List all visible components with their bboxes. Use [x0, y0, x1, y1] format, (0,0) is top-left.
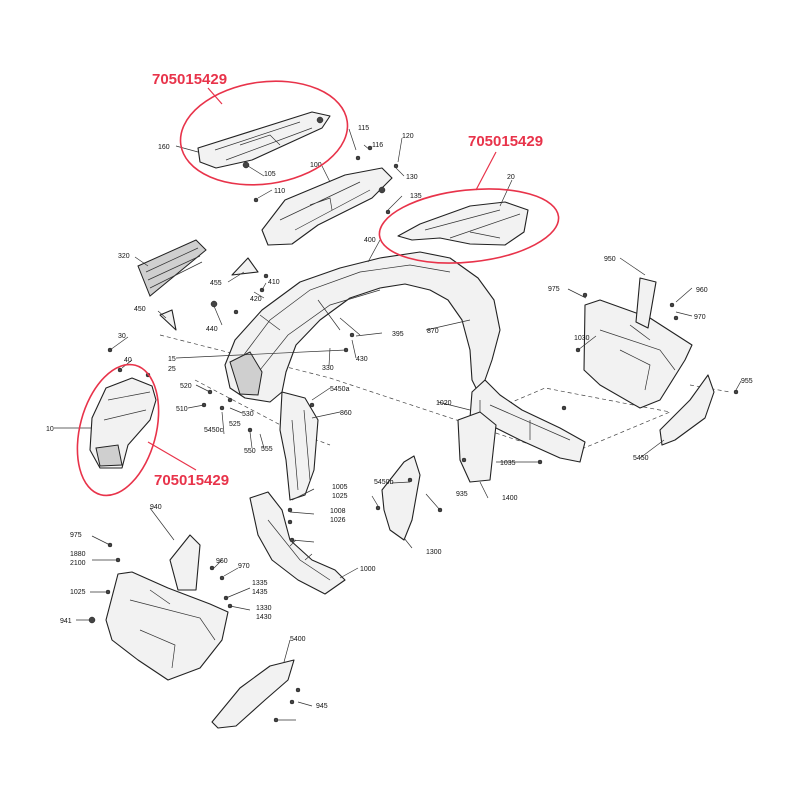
part-label: 510	[176, 406, 188, 413]
part-label: 960	[216, 558, 228, 565]
part-label: 935	[456, 491, 468, 498]
part-label: 400	[364, 237, 376, 244]
part-label: 1025	[332, 493, 348, 500]
part-label: 955	[741, 378, 753, 385]
console-bar-part-100	[261, 167, 393, 246]
part-label: 1005	[332, 484, 348, 491]
part-label: 1430	[256, 614, 272, 621]
part-label: 330	[322, 365, 334, 372]
part-label: 525	[229, 421, 241, 428]
part-label: 530	[242, 411, 254, 418]
part-label: 940	[150, 504, 162, 511]
part-label: 1300	[426, 549, 442, 556]
panel-part-950	[635, 277, 657, 329]
part-label: 110	[274, 188, 285, 195]
clip-part-450	[159, 309, 177, 331]
right-cover-part-20	[397, 201, 529, 246]
top-cover-part-160	[197, 111, 331, 169]
part-label: 105	[264, 171, 276, 178]
part-label: 100	[310, 162, 322, 169]
callout-left-cover: 705015429	[76, 363, 229, 497]
part-label: 395	[392, 331, 404, 338]
part-label: 15	[168, 356, 176, 363]
part-label: 960	[696, 287, 708, 294]
part-label: 450	[134, 306, 146, 313]
part-label: 115	[358, 125, 369, 132]
part-label: 130	[406, 174, 418, 181]
part-label: 2100	[70, 560, 86, 567]
part-label: 160	[158, 144, 170, 151]
part-label: 975	[548, 286, 560, 293]
callout-top-cover: 705015429	[152, 71, 349, 186]
part-label: 1000	[360, 566, 376, 573]
part-label: 550	[244, 448, 256, 455]
part-label: 5400	[290, 636, 306, 643]
side-guard-part-5450	[659, 374, 715, 446]
part-label: 5450a	[330, 386, 350, 393]
part-label: 135	[410, 193, 422, 200]
part-label: 520	[180, 383, 192, 390]
part-label: 1026	[330, 517, 346, 524]
callout-part-number: 705015429	[154, 472, 229, 489]
panel-part-940	[169, 534, 201, 591]
part-label: 941	[60, 618, 72, 625]
column-part-860	[279, 391, 319, 501]
part-label: 440	[206, 326, 218, 333]
part-label: 420	[250, 296, 262, 303]
part-label: 1330	[256, 605, 272, 612]
part-label: 10	[46, 426, 54, 433]
lower-floor-panel-part-1025	[105, 571, 229, 681]
part-label: 860	[340, 410, 352, 417]
part-label: 430	[356, 356, 368, 363]
part-label: 1400	[502, 495, 518, 502]
part-label: 116	[372, 142, 383, 149]
part-label: 945	[316, 703, 328, 710]
part-label: 30	[118, 333, 126, 340]
part-label: 1025	[70, 589, 86, 596]
callout-right-cover: 705015429	[378, 133, 560, 264]
part-label: 870	[427, 328, 439, 335]
part-label: 970	[238, 563, 250, 570]
part-number-labels: 160 105 115 116 120 100 130 110 135 20 3…	[46, 125, 753, 710]
part-label: 1880	[70, 551, 86, 558]
part-label: 120	[402, 133, 414, 140]
lower-rail-part-1000	[249, 491, 346, 595]
alignment-dashes	[159, 334, 672, 457]
callout-part-number: 705015429	[468, 133, 543, 150]
callout-part-number: 705015429	[152, 71, 227, 88]
part-label: 1335	[252, 580, 268, 587]
part-label: 555	[261, 446, 273, 453]
part-label: 320	[118, 253, 130, 260]
bracket-part-455	[231, 257, 259, 276]
part-label: 410	[268, 279, 280, 286]
part-label: 1035	[500, 460, 516, 467]
part-label: 1030	[574, 335, 590, 342]
main-frame-part-400	[224, 251, 501, 403]
part-label: 950	[604, 256, 616, 263]
left-cover-part-10	[89, 377, 157, 469]
part-label: 5450c	[204, 427, 224, 434]
part-label: 455	[210, 280, 222, 287]
part-label: 5450	[633, 455, 649, 462]
part-label: 40	[124, 357, 132, 364]
part-label: 25	[168, 366, 176, 373]
panel-part-1300	[381, 455, 421, 541]
panel-part-1400	[457, 411, 497, 483]
part-label: 5450b	[374, 479, 394, 486]
part-label: 975	[70, 532, 82, 539]
part-label: 1008	[330, 508, 346, 515]
side-guard-part-5400	[211, 659, 295, 729]
part-label: 20	[507, 174, 515, 181]
leader-lines	[54, 128, 742, 721]
floor-panel-part-1030	[583, 299, 693, 409]
part-label: 970	[694, 314, 706, 321]
part-label: 1020	[436, 400, 452, 407]
grille-part-320	[137, 239, 207, 297]
part-label: 1435	[252, 589, 268, 596]
